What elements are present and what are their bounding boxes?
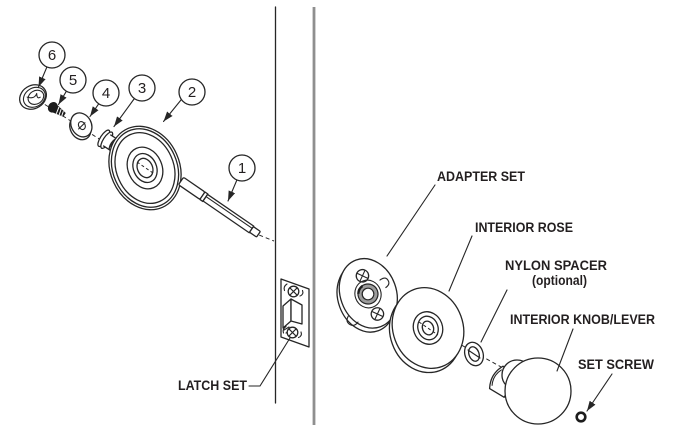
nylon-spacer-note-label: (optional) <box>532 273 587 288</box>
exterior-rose-part <box>108 125 182 211</box>
latch-set-leader-line <box>248 337 291 387</box>
interior-knob-label: INTERIOR KNOB/LEVER <box>510 312 655 327</box>
callout-6-number: 6 <box>48 47 56 64</box>
callout-1: 1 <box>227 154 256 202</box>
callout-5: 5 <box>57 66 87 106</box>
callout-2-number: 2 <box>188 84 196 101</box>
callout-1-number: 1 <box>238 160 246 177</box>
callout-4: 4 <box>89 79 120 118</box>
callout-6: 6 <box>37 41 66 88</box>
interior-knob-leader-line <box>556 328 574 372</box>
latch-top-screw <box>283 283 304 298</box>
callout-5-number: 5 <box>69 72 77 89</box>
adapter-clip-right <box>379 277 390 289</box>
cam-disc-part <box>69 112 93 141</box>
latch-bottom-screw <box>282 325 302 339</box>
interior-rose-part <box>388 287 465 374</box>
spacer-centerline <box>467 349 481 359</box>
nylon-spacer-label: NYLON SPACER <box>505 258 607 273</box>
spindle-part <box>178 177 261 238</box>
latch-set-label: LATCH SET <box>178 378 248 393</box>
callout-2: 2 <box>162 78 206 123</box>
callout-3-number: 3 <box>138 80 146 97</box>
callout-4-number: 4 <box>102 85 110 102</box>
latch-bolt <box>282 298 303 334</box>
callout-3: 3 <box>113 74 156 128</box>
adapter-clip-left <box>346 315 359 326</box>
interior-rose-leader-line <box>448 235 473 292</box>
set-screw-leader-line <box>586 373 613 412</box>
set-screw-label: SET SCREW <box>578 357 654 372</box>
nylon-spacer-leader-line <box>480 289 508 343</box>
door-edge-lines <box>274 6 316 425</box>
interior-rose-label: INTERIOR ROSE <box>475 220 573 235</box>
adapter-screw-bottom <box>370 307 385 321</box>
interior-knob-part <box>488 357 572 425</box>
latch-set-part <box>280 278 310 348</box>
mounting-screw-part <box>47 102 66 117</box>
rose-hub-centerline-2 <box>418 321 439 336</box>
set-screw-part <box>575 411 587 423</box>
adapter-set-leader-line <box>386 184 436 257</box>
adapter-set-part <box>336 258 398 333</box>
adapter-screw-top <box>355 268 370 283</box>
trim-ring-part <box>19 84 47 110</box>
adapter-center-hub <box>354 279 382 309</box>
adapter-set-label: ADAPTER SET <box>437 169 526 184</box>
